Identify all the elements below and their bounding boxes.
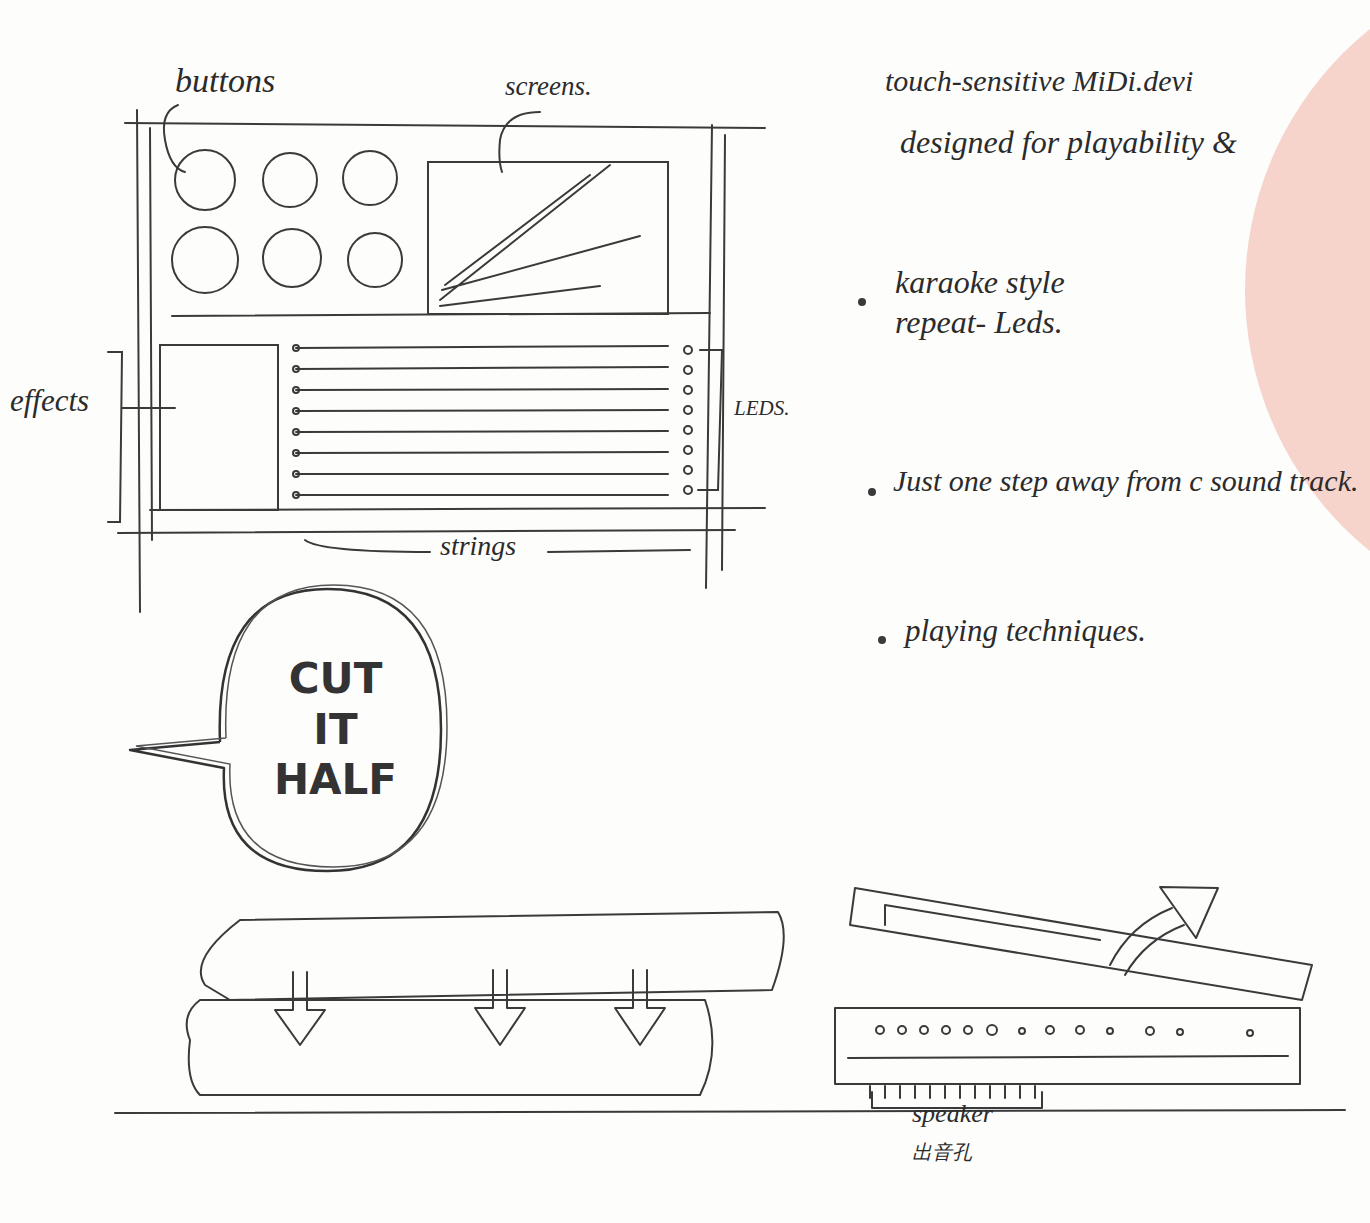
outline-line [125, 123, 765, 128]
stacked-halves [115, 912, 1345, 1113]
sketch-annotation: speaker [912, 1098, 993, 1131]
effects-box [160, 345, 278, 510]
sketch-annotation: Just one step away from c sound track. [893, 462, 1363, 500]
button-circle [172, 227, 238, 293]
lid [850, 888, 1312, 1000]
lift-arrow-head [1160, 887, 1218, 938]
button-circle [343, 151, 397, 205]
bubble-path [136, 585, 447, 867]
effects-bracket [108, 352, 175, 522]
sketch-annotation: screens. [505, 70, 592, 104]
screens-leader [499, 112, 540, 172]
outline-line [706, 125, 712, 588]
device-top-view [108, 105, 765, 612]
speech-bubble: CUT IT HALF [210, 585, 445, 875]
led-bracket [698, 350, 722, 490]
sketch-annotation: strings [440, 528, 516, 563]
sketch-annotation: buttons [175, 60, 275, 103]
base-dots [876, 1025, 1253, 1036]
sketch-annotation: effects [10, 382, 89, 421]
bubble-path [130, 589, 441, 871]
base-line [848, 1056, 1288, 1058]
sketch-annotation: playing techniques. [905, 612, 1146, 651]
down-arrow [615, 970, 665, 1045]
base-box [835, 1008, 1300, 1084]
pink-circle [1245, 0, 1370, 625]
string-ends [293, 345, 299, 498]
sketch-annotation: karaoke style repeat- Leds. [895, 262, 1100, 342]
outline-line [150, 128, 152, 540]
bottom-half [187, 1000, 713, 1095]
speaker-grill [870, 1086, 1035, 1098]
buttons-leader [164, 105, 185, 172]
string-lines [296, 346, 668, 495]
screen-graph [440, 165, 640, 306]
button-circle [263, 229, 321, 287]
sketch-annotation: touch-sensitive MiDi.devi [885, 62, 1193, 100]
led-dots [684, 346, 692, 494]
sketch-annotation: LEDS. [734, 395, 789, 421]
down-arrow [475, 970, 525, 1045]
button-circle [348, 233, 402, 287]
ground-line [115, 1110, 1345, 1113]
lid-panel [885, 905, 1100, 940]
button-circle [175, 150, 235, 210]
button-circle [263, 153, 317, 207]
outline-line [118, 530, 735, 533]
screen-rect [428, 162, 668, 314]
sketch-annotation: 出音孔 [912, 1140, 972, 1165]
bubble-text: CUT IT HALF [271, 654, 401, 805]
bullet-dots [858, 298, 886, 644]
outline-line [137, 110, 140, 612]
opened-device [835, 887, 1312, 1108]
down-arrow [275, 972, 325, 1045]
lift-arrow-shaft [1110, 908, 1184, 975]
sketch-annotation: designed for playability & [900, 122, 1237, 162]
